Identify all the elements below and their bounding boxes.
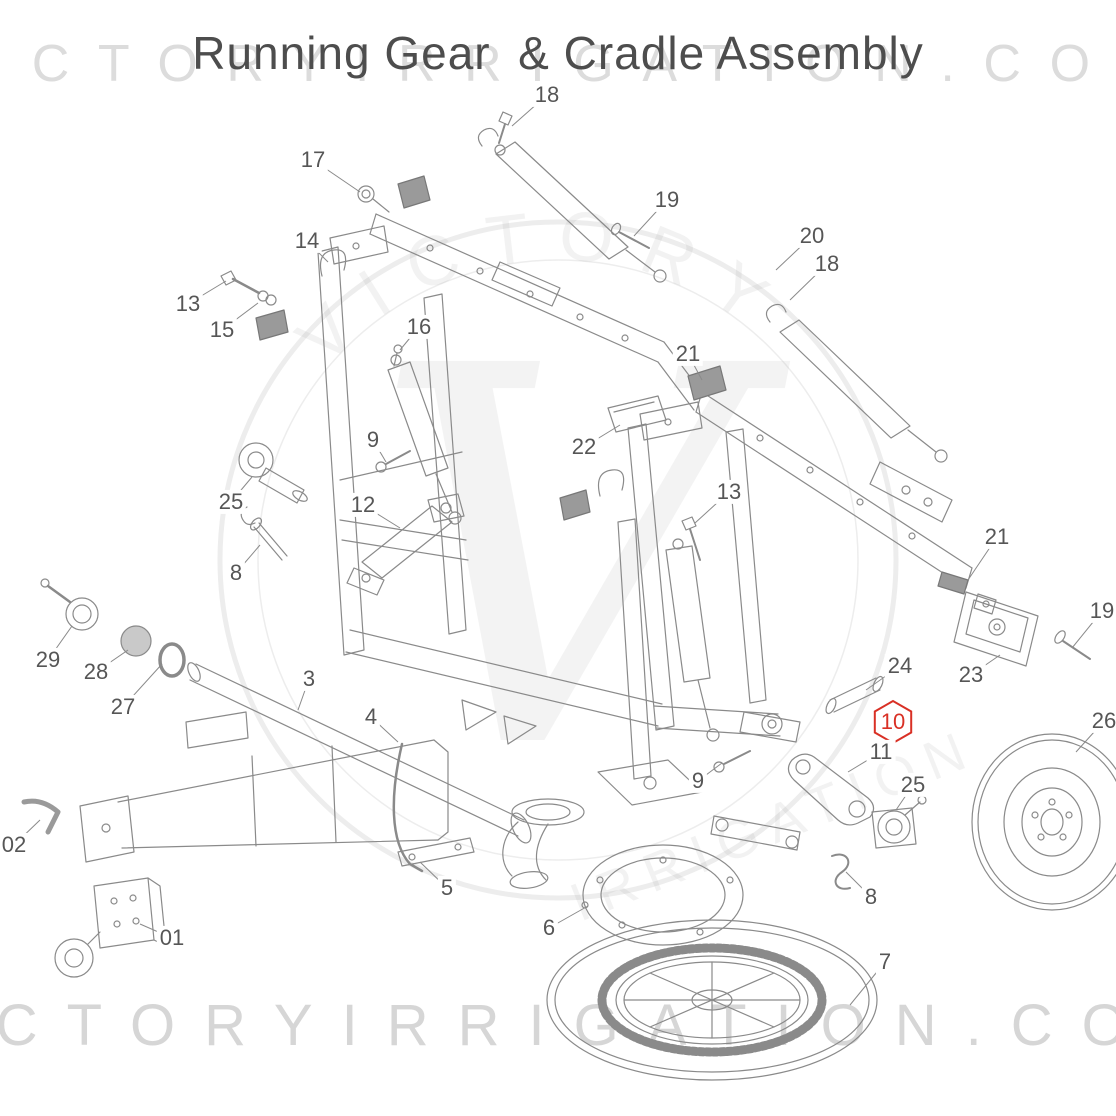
part-label-9-mid: 9 [688,768,708,794]
part-label-19-right: 19 [1086,598,1116,624]
part-label-19-top: 19 [651,187,683,213]
hub-25-right [871,795,927,849]
bolt-19-top [610,222,650,249]
pin-17 [357,185,390,213]
part-label-18-right: 18 [811,251,843,277]
part-label-15: 15 [206,317,238,343]
part-label-21-mid: 21 [672,341,704,367]
part-label-01: 01 [156,925,188,951]
part-label-24: 24 [884,653,916,679]
hub-25-left [238,442,308,504]
plate-22 [607,395,667,433]
part-label-21-right: 21 [981,524,1013,550]
part-label-22: 22 [568,434,600,460]
bracket-12 [346,493,465,596]
part-label-27: 27 [107,694,139,720]
part-label-17: 17 [297,147,329,173]
main-pole-and-tongue [79,662,703,863]
part-label-13-mid: 13 [713,479,745,505]
highlight-hexagon [873,699,913,745]
part-label-13-left: 13 [172,291,204,317]
watermark-circle [217,219,899,901]
part-label-26: 26 [1088,708,1116,734]
bolt-19-right [1054,630,1066,644]
hydraulic-cylinder-center [665,538,720,742]
part-label-29: 29 [32,647,64,673]
diagonal-beams [255,175,973,589]
bracket-23 [953,591,1091,667]
wedge-plate-22 [559,489,591,521]
part-label-10: 10 [880,708,906,734]
part-label-14: 14 [291,228,323,254]
part-label-9-left: 9 [363,427,383,453]
part-label-20: 20 [796,223,828,249]
part-label-18-top: 18 [531,82,563,108]
bolt-13-mid [681,516,701,561]
part-label-8-left: 8 [226,560,246,586]
pin-24 [825,675,884,715]
watermark-circle-inner [257,259,859,861]
bolt-9-mid [713,750,751,773]
rod-4 [392,742,424,873]
watermark-v-letter: V [370,257,793,863]
handle-02 [21,798,61,835]
part-label-12: 12 [347,492,379,518]
bolt-9-left [375,450,411,473]
wedge-plate-21 [687,365,727,401]
watermark-bottom: VICTORYIRRIGATION.COM [0,993,1116,1058]
ball-28 [120,625,152,657]
part-label-4: 4 [361,704,381,730]
coupler-ball-oring [40,578,186,678]
cradle-frame-left [317,225,663,727]
turntable-gear-7 [546,919,878,1081]
part-label-25-left: 25 [215,489,247,515]
part-label-11: 11 [866,739,896,765]
clip-8-right [831,853,851,890]
wedge-plate-15 [255,309,289,341]
coupler-29 [65,597,99,631]
part-label-23: 23 [955,662,987,688]
ring-6 [581,844,744,946]
oring-27 [158,642,186,678]
part-label-5: 5 [437,875,457,901]
walking-beam-11 [710,753,875,890]
page-title: Running Gear & Cradle Assembly [192,27,924,79]
cradle-frame-right [597,401,801,780]
part-label-8-right: 8 [861,884,881,910]
wheel-26 [971,733,1116,911]
part-label-3: 3 [299,666,319,692]
part-label-7: 7 [875,949,895,975]
part-label-25-right: 25 [897,772,929,798]
part-label-02: 02 [0,832,30,858]
bolt-16 [393,344,403,367]
hydraulic-cylinder-top [477,127,667,283]
hydraulic-cylinder-right [765,303,969,595]
bolt-18-top [498,111,513,144]
hydraulic-cylinder-left [387,354,462,525]
elbow-pipe-and-plate-5 [397,798,585,889]
part-label-16: 16 [403,314,435,340]
part-label-6: 6 [539,915,559,941]
part-label-28: 28 [80,659,112,685]
wedge-plate [397,175,431,209]
